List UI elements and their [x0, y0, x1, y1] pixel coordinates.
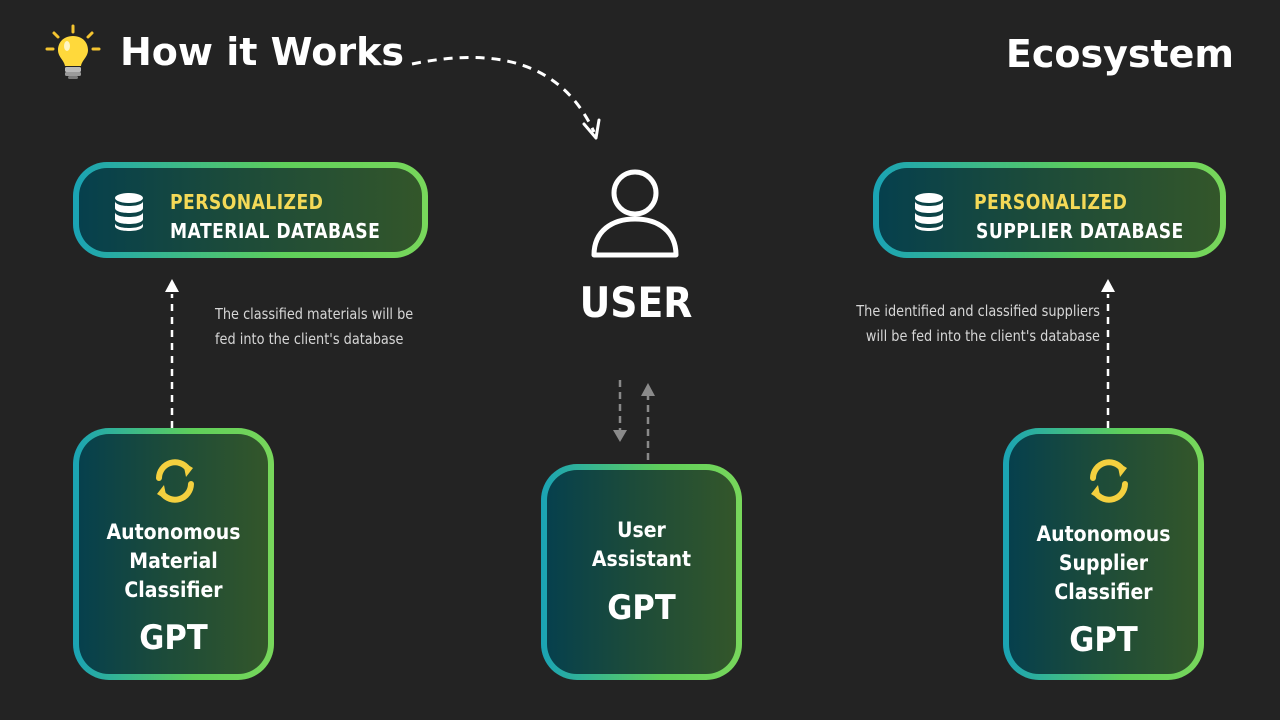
user-assistant-card: User Assistant GPT — [541, 464, 742, 680]
page-title: How it Works — [120, 30, 404, 74]
title-to-user-arrowhead — [582, 118, 601, 140]
material-note: The classified materials will be fed int… — [215, 305, 414, 348]
material-card-line-1: Autonomous — [106, 520, 241, 544]
database-icon — [915, 193, 943, 231]
user-icon — [591, 169, 679, 258]
supplier-db-label-1: PERSONALIZED — [974, 190, 1128, 214]
assistant-card-line-1: User — [617, 518, 666, 542]
cycle-icon — [1090, 459, 1128, 503]
section-title: Ecosystem — [1005, 32, 1234, 76]
supplier-card-gpt: GPT — [1069, 620, 1138, 660]
cycle-icon — [156, 459, 194, 503]
supplier-note: The identified and classified suppliers … — [856, 302, 1100, 345]
material-card-line-3: Classifier — [124, 578, 223, 602]
material-db-label-2: MATERIAL DATABASE — [170, 219, 381, 243]
material-db-label-1: PERSONALIZED — [170, 190, 324, 214]
supplier-card-line-3: Classifier — [1054, 580, 1153, 604]
supplier-database-box: PERSONALIZED SUPPLIER DATABASE — [873, 162, 1226, 258]
material-database-box: PERSONALIZED MATERIAL DATABASE — [73, 162, 428, 258]
database-icon — [115, 193, 143, 231]
title-to-user-arrow — [411, 55, 596, 133]
supplier-card-line-1: Autonomous — [1036, 522, 1171, 546]
user-label: USER — [579, 278, 693, 327]
supplier-card-line-2: Supplier — [1058, 551, 1149, 575]
lightbulb-icon — [45, 24, 101, 79]
material-card-gpt: GPT — [139, 618, 208, 658]
assistant-card-line-2: Assistant — [591, 547, 692, 571]
material-classifier-card: Autonomous Material Classifier GPT — [73, 428, 274, 680]
material-card-line-2: Material — [129, 549, 218, 573]
assistant-card-gpt: GPT — [607, 588, 676, 628]
supplier-classifier-card: Autonomous Supplier Classifier GPT — [1003, 428, 1204, 680]
supplier-db-label-2: SUPPLIER DATABASE — [976, 219, 1184, 243]
